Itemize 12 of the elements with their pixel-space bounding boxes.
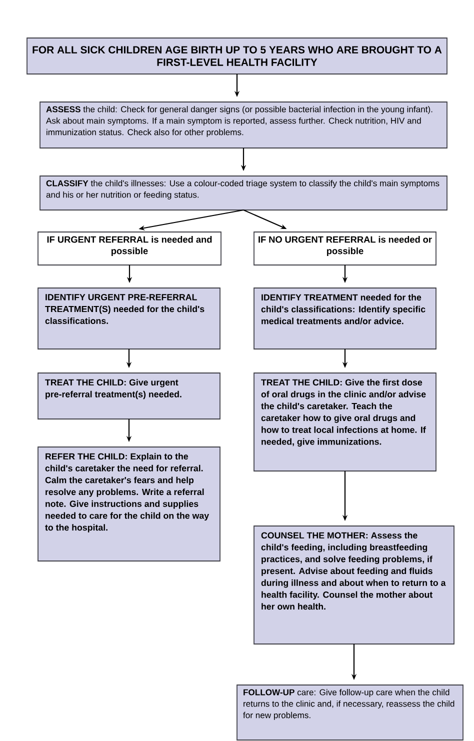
condition-box: IF NO URGENT REFERRAL is needed or possible	[254, 232, 436, 266]
process-box: CLASSIFY the child's illnesses: Use a colour-coded triage system to classify the child's main symptoms and his or her nutrition or feeding status.	[40, 176, 448, 210]
process-box: COUNSEL THE MOTHER: Assess the child's feeding, including breastfeeding practices, and solve feeding problems, if present. Advise about feeding and fluids during illness and about when to return to a health facility. Counsel the mother about her own health.	[254, 526, 454, 644]
process-box: ASSESS the child: Check for general danger signs (or possible bacterial infection in the young infant). Ask about main symptoms. If a main symptom is reported, assess further. Check nutrition, HIV and immunization status. Check also for other problems.	[40, 102, 448, 148]
heading-box: FOR ALL SICK CHILDREN AGE BIRTH UP TO 5 YEARS WHO ARE BROUGHT TO A FIRST-LEVEL HEALTH FACILITY	[26, 38, 448, 74]
process-box: TREAT THE CHILD: Give the first dose of oral drugs in the clinic and/or advise the child's caretaker. Teach the caretaker how to give oral drugs and how to treat local infections at home. If needed, give immunizations.	[254, 372, 436, 472]
process-box: IDENTIFY TREATMENT needed for the child's classifications: Identify specific medical treatments and/or advice.	[254, 288, 436, 350]
condition-box: IF URGENT REFERRAL is needed and possible	[38, 232, 222, 266]
process-box: REFER THE CHILD: Explain to the child's caretaker the need for referral. Calm the caretaker's fears and help resolve any problems. Write a referral note. Give instructions and supplies needed to care for the child on the way to the hospital.	[38, 446, 220, 562]
process-box: FOLLOW-UP care: Give follow-up care when the child returns to the clinic and, if necessary, reassess the child for new problems.	[236, 684, 464, 740]
process-box: TREAT THE CHILD: Give urgent pre-referral treatment(s) needed.	[38, 372, 220, 420]
process-box: IDENTIFY URGENT PRE-REFERRAL TREATMENT(S) needed for the child's classifications.	[38, 288, 220, 350]
